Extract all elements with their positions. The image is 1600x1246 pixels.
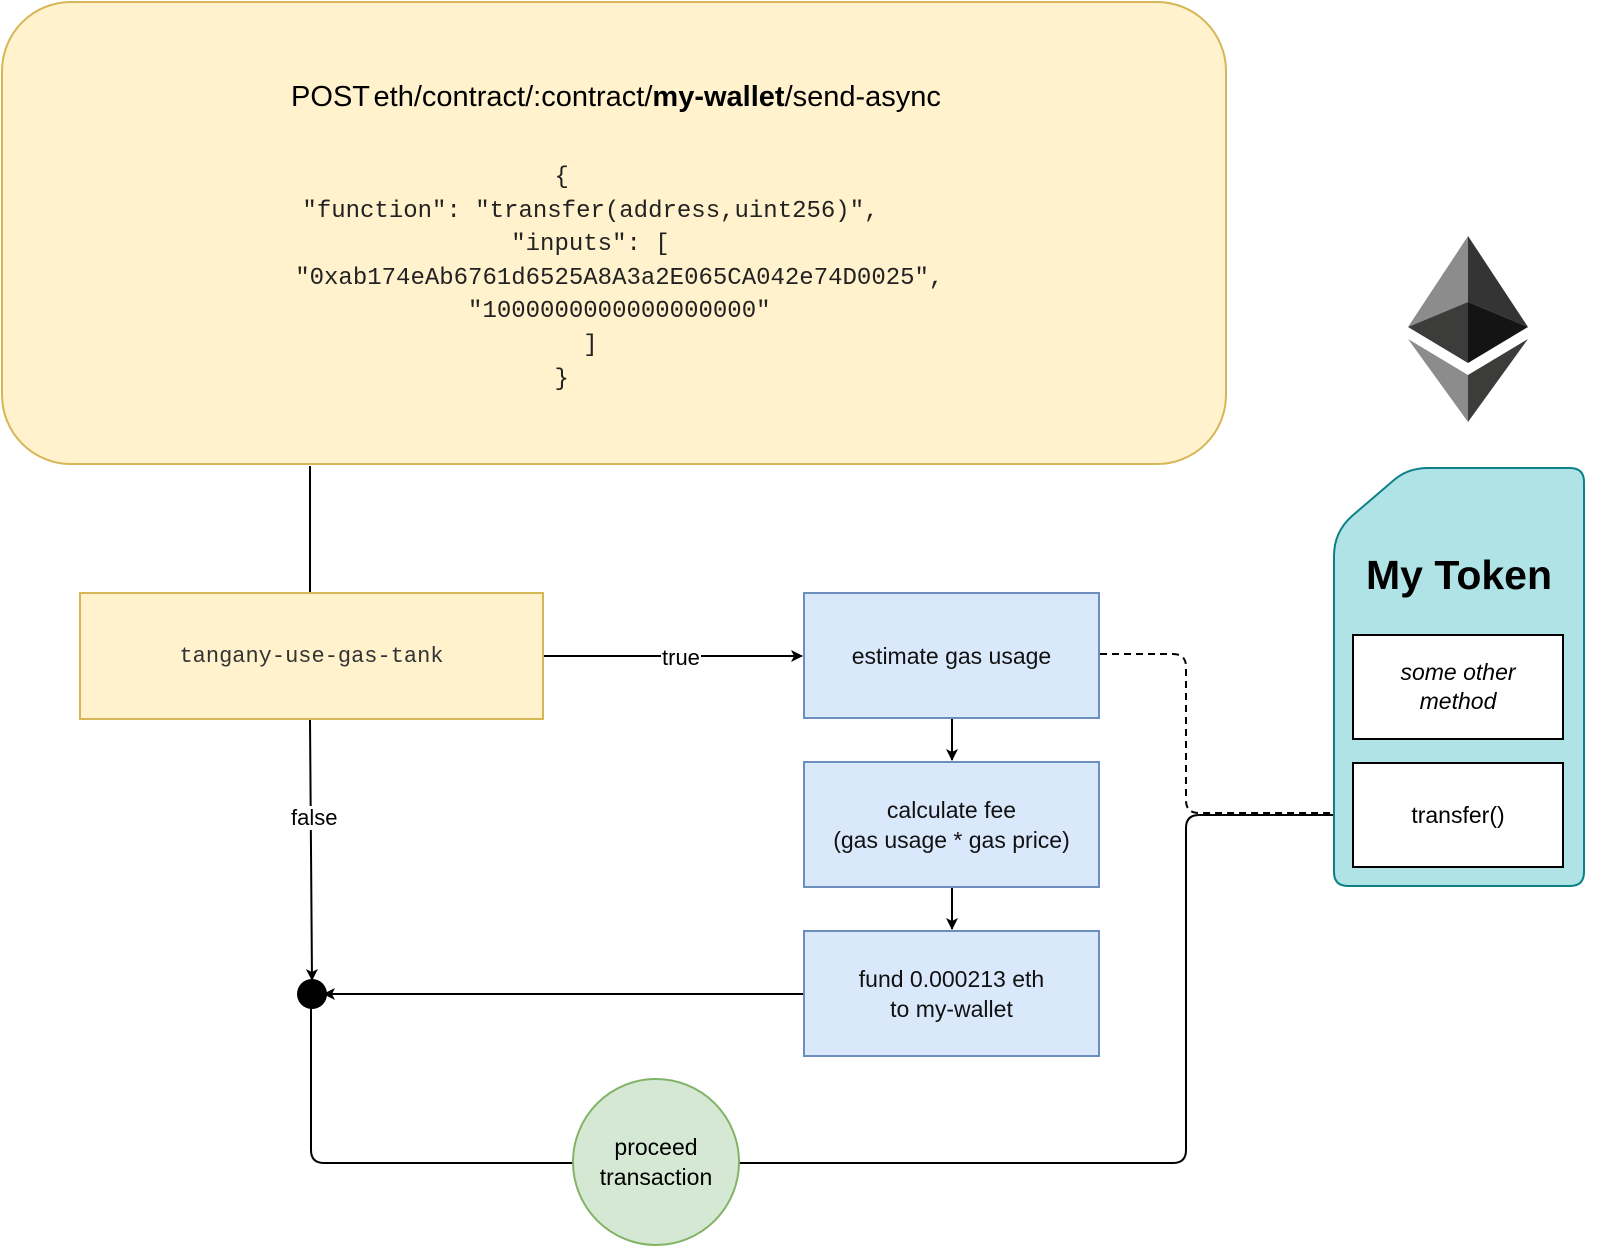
method-some-other: some other method bbox=[1352, 634, 1564, 740]
edge-label-false: false bbox=[290, 805, 339, 830]
json-line: "1000000000000000000" bbox=[352, 298, 771, 326]
step-label: calculate fee bbox=[886, 796, 1017, 823]
endpoint-path-prefix: eth/contract/:contract/ bbox=[373, 81, 653, 113]
step-fund-wallet: fund 0.000213 eth to my-wallet bbox=[803, 930, 1100, 1057]
edge-false bbox=[305, 719, 318, 981]
method-sublabel: method bbox=[1419, 688, 1497, 714]
edge-proceed-loop bbox=[310, 814, 1352, 1164]
method-label: some other bbox=[1400, 659, 1516, 685]
api-request-box: POST eth/contract/:contract/my-wallet/se… bbox=[1, 1, 1227, 465]
step-sublabel: to my-wallet bbox=[890, 995, 1013, 1022]
json-line: { bbox=[554, 164, 569, 191]
edge-label-true: true bbox=[661, 645, 701, 670]
http-method: POST bbox=[291, 81, 370, 113]
method-transfer: transfer() bbox=[1352, 762, 1564, 868]
step-label: estimate gas usage bbox=[851, 642, 1052, 669]
request-body-json: { "function": "transfer(address,uint256)… bbox=[180, 161, 943, 396]
edge-estimate-dashed bbox=[1100, 653, 1352, 814]
token-title: My Token bbox=[1365, 552, 1553, 598]
ethereum-icon bbox=[1408, 236, 1528, 422]
step-estimate-gas: estimate gas usage bbox=[803, 592, 1100, 719]
method-label: transfer() bbox=[1411, 801, 1505, 828]
decision-label: tangany-use-gas-tank bbox=[179, 643, 444, 669]
json-line: "0xab174eAb6761d6525A8A3a2E065CA042e74D0… bbox=[180, 264, 944, 292]
json-line: "function": "transfer(address,uint256)", bbox=[244, 197, 879, 225]
json-line: } bbox=[554, 365, 569, 393]
endpoint-path-suffix: /send-async bbox=[784, 81, 941, 113]
endpoint-path-wallet: my-wallet bbox=[652, 81, 785, 113]
json-line: "inputs": [ bbox=[453, 231, 670, 259]
step-sublabel: (gas usage * gas price) bbox=[833, 826, 1070, 853]
proceed-sublabel: transaction bbox=[599, 1164, 713, 1190]
gas-tank-decision: tangany-use-gas-tank bbox=[79, 592, 544, 720]
step-label: fund 0.000213 eth bbox=[858, 965, 1045, 992]
step-calculate-fee: calculate fee (gas usage * gas price) bbox=[803, 761, 1100, 888]
proceed-label: proceed bbox=[614, 1134, 698, 1160]
proceed-transaction-node: proceed transaction bbox=[572, 1078, 740, 1246]
json-line: ] bbox=[525, 331, 598, 359]
request-endpoint: POST eth/contract/:contract/my-wallet/se… bbox=[3, 81, 1229, 114]
